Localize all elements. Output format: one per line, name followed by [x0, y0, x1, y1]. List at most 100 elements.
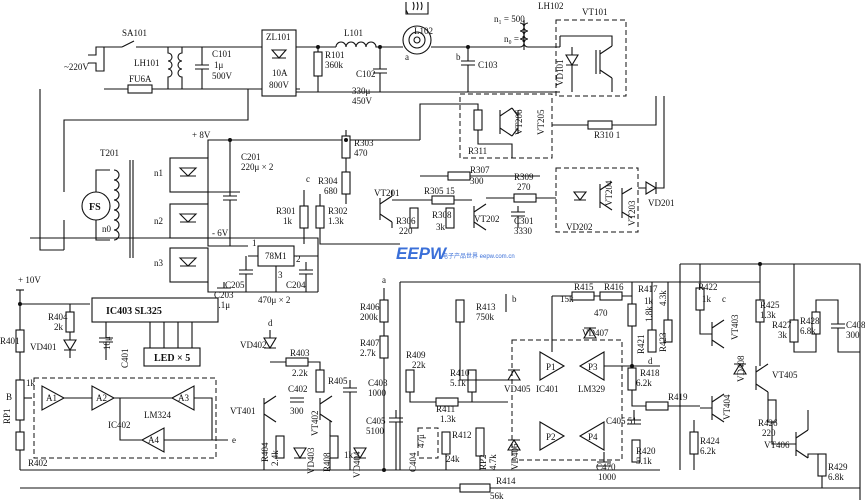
- r415-r416-wire: [551, 295, 632, 352]
- ic402-label: IC402: [108, 420, 131, 430]
- lm324-label: LM324: [144, 410, 172, 420]
- ic403-sl325: [91, 297, 219, 323]
- r428-label: R428: [800, 316, 820, 326]
- r303-label: R303: [354, 138, 374, 148]
- vt405-label: VT405: [772, 370, 798, 380]
- ic401-label: IC401: [536, 384, 559, 394]
- rp2-pot: [475, 427, 485, 457]
- regulator-wiring: [30, 237, 319, 292]
- c-label-right: c: [722, 294, 726, 304]
- mains-label: ~220V: [64, 62, 89, 72]
- c102-voltage: 450V: [352, 96, 373, 106]
- r310-resistor: [587, 120, 613, 130]
- mains-plug: [88, 46, 105, 72]
- node-b-label: b: [456, 52, 461, 62]
- detector-ground-wires: [263, 392, 351, 470]
- vt402-label: VT402: [310, 411, 320, 437]
- r309-resistor: [513, 193, 537, 203]
- r412-label: R412: [452, 430, 472, 440]
- r309-value: 270: [517, 182, 531, 192]
- pin1-label: 1: [252, 238, 257, 248]
- c408-value: 300: [846, 330, 860, 340]
- pin3-label: 3: [278, 270, 283, 280]
- led-wires: [149, 322, 193, 348]
- vt401-transistor: [263, 395, 277, 423]
- r402-label: R402: [28, 458, 48, 468]
- r409-resistor: [405, 369, 415, 393]
- watermark-text: EEPW: [396, 244, 448, 263]
- junction-dot: [382, 468, 386, 472]
- r304-label: R304: [318, 176, 338, 186]
- comparator-input-wires: [409, 322, 508, 470]
- n0-1-label: n₀ = 1: [504, 34, 526, 44]
- comparator-p4: [578, 421, 605, 451]
- c402-value: 300: [290, 406, 304, 416]
- r420-label: R420: [636, 446, 656, 456]
- r311-resistor: [473, 109, 483, 131]
- n2-label: n2: [154, 216, 163, 226]
- r411-value: 1.3k: [440, 414, 456, 424]
- r401-label: R401: [0, 336, 20, 346]
- r406-label: R406: [360, 302, 380, 312]
- l102-label: L102: [414, 26, 433, 36]
- c301-value: 3330: [514, 226, 533, 236]
- r416-label: R416: [604, 282, 624, 292]
- vt201-transistor: [379, 190, 393, 228]
- r411-label: R411: [436, 404, 455, 414]
- d-label-left: d: [268, 318, 273, 328]
- vt204-label: VT204: [604, 180, 614, 206]
- r429-value: 6.8k: [828, 472, 844, 482]
- r304-resistor: [341, 171, 351, 195]
- vd407-diode: [583, 326, 597, 339]
- vd402-label: VD402: [240, 340, 267, 350]
- p1-label: P1: [546, 362, 556, 372]
- r417-label: R417: [638, 284, 658, 294]
- output-wires: [759, 264, 860, 488]
- lh101-coil-b: [177, 47, 183, 89]
- vt202-transistor: [473, 203, 487, 231]
- c403-value: 1000: [368, 388, 387, 398]
- r419-resistor: [645, 401, 669, 411]
- vt101-transistor: [560, 35, 613, 92]
- k1-label: 1k: [26, 378, 36, 388]
- fs-label: FS: [89, 202, 101, 213]
- r405-resistor: [315, 369, 325, 393]
- r426-label: R426: [758, 418, 778, 428]
- comparator-output-wires: [631, 282, 700, 407]
- c101-capacitor: [195, 47, 209, 89]
- lh101-coil-a: [167, 47, 173, 89]
- r423-value: 4.3k: [658, 290, 668, 306]
- r413-resistor: [455, 299, 465, 323]
- c401-capacitor: [99, 322, 113, 360]
- comparator-p2: [539, 421, 566, 451]
- bottom-bus: R414 56k: [20, 469, 860, 500]
- vd408-diode: [733, 362, 747, 375]
- c203-value: 0.1μ: [214, 300, 230, 310]
- vt203-vt204-transistors: [599, 181, 633, 219]
- vd101-label: VD101: [555, 60, 565, 87]
- r428-value: 6.8k: [800, 326, 816, 336]
- a3-label: A3: [178, 393, 189, 403]
- r404-wiring: [20, 303, 90, 340]
- r425-value: 1.3k: [760, 310, 776, 320]
- c103-label: C103: [478, 60, 498, 70]
- vt205-vt206-transistors: [499, 107, 519, 137]
- junction-dot: [466, 45, 470, 49]
- l102-coil: [402, 25, 432, 55]
- vt101-frame: [555, 19, 627, 97]
- n1-500-label: n₁ = 500: [494, 14, 525, 24]
- vt205-vt206-frame: [459, 93, 553, 159]
- vt405-transistor: [755, 363, 769, 393]
- a1-label: A1: [46, 393, 57, 403]
- r403-label: R403: [290, 348, 310, 358]
- r424-resistor: [689, 431, 699, 455]
- r409-label: R409: [406, 350, 426, 360]
- vd406-label: VD406: [510, 443, 520, 470]
- r407-resistor: [379, 335, 389, 359]
- rp1-label: RP1: [2, 408, 12, 424]
- r301-value: 1k: [283, 216, 293, 226]
- c301-label: C301: [514, 216, 534, 226]
- r403-wire: [270, 361, 321, 370]
- comparator-section: R409 22k R413 750k b R410 5.1k R411 1.3k…: [399, 281, 760, 482]
